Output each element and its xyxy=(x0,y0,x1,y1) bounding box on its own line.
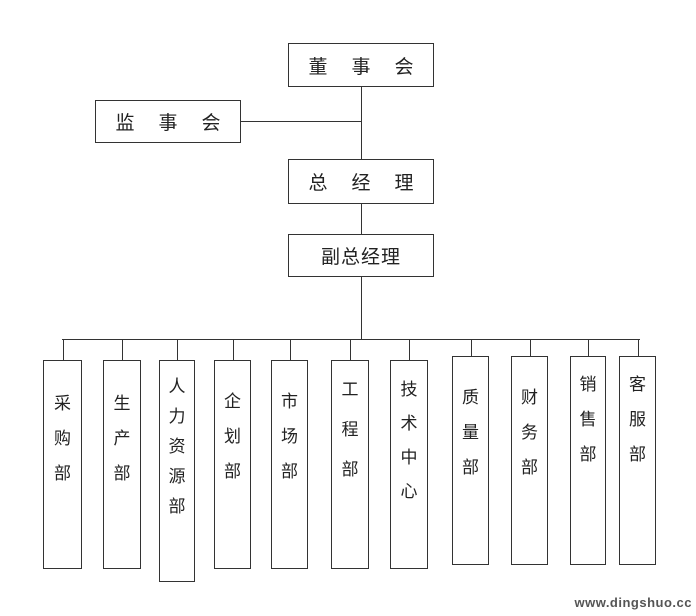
board-of-supervisors-label: 监 事 会 xyxy=(115,112,230,134)
department-box-marketing: 市场部 xyxy=(271,360,308,569)
department-label-purchasing: 采购部 xyxy=(54,394,71,484)
department-label-finance: 财务部 xyxy=(521,388,538,478)
department-label-sales: 销售部 xyxy=(579,375,597,465)
department-box-sales: 销售部 xyxy=(570,356,606,565)
department-box-production: 生产部 xyxy=(103,360,141,569)
department-label-technology-center: 技术中心 xyxy=(400,380,418,502)
board-of-directors-label: 董 事 会 xyxy=(308,55,423,78)
department-box-planning: 企划部 xyxy=(214,360,251,569)
department-box-technology-center: 技术中心 xyxy=(390,360,428,569)
general-manager-box: 总 经 理 xyxy=(288,159,434,204)
department-box-purchasing: 采购部 xyxy=(43,360,82,569)
connector-customer-service xyxy=(638,339,639,356)
department-box-engineering: 工程部 xyxy=(331,360,369,569)
department-box-human-resources: 人力资源部 xyxy=(159,360,195,582)
department-box-quality: 质量部 xyxy=(452,356,489,565)
connector-purchasing xyxy=(63,339,64,360)
department-label-production: 生产部 xyxy=(113,394,131,484)
board-of-directors-box: 董 事 会 xyxy=(288,43,434,87)
connector-sales xyxy=(588,339,589,356)
connector-human-resources xyxy=(177,339,178,360)
deputy-general-manager-box: 副总经理 xyxy=(288,234,434,277)
department-label-quality: 质量部 xyxy=(462,388,479,478)
department-box-customer-service: 客服部 xyxy=(619,356,656,565)
connector-planning xyxy=(233,339,234,360)
deputy-general-manager-label: 副总经理 xyxy=(320,246,401,268)
department-bus-line xyxy=(62,339,640,340)
connector-quality xyxy=(471,339,472,356)
connector-board-to-gm xyxy=(361,87,362,159)
board-of-supervisors-box: 监 事 会 xyxy=(95,100,241,143)
department-box-finance: 财务部 xyxy=(511,356,548,565)
connector-marketing xyxy=(290,339,291,360)
department-label-customer-service: 客服部 xyxy=(629,375,646,465)
department-label-human-resources: 人力资源部 xyxy=(168,377,186,517)
connector-finance xyxy=(530,339,531,356)
connector-supervisors xyxy=(240,121,361,122)
connector-deputy-to-bus xyxy=(361,277,362,339)
connector-production xyxy=(122,339,123,360)
general-manager-label: 总 经 理 xyxy=(308,172,423,194)
connector-gm-to-deputy xyxy=(361,204,362,234)
department-label-engineering: 工程部 xyxy=(341,380,359,480)
department-label-marketing: 市场部 xyxy=(281,392,298,482)
connector-engineering xyxy=(350,339,351,360)
department-label-planning: 企划部 xyxy=(224,392,241,482)
connector-technology-center xyxy=(409,339,410,360)
watermark: www.dingshuo.cc xyxy=(574,595,692,610)
